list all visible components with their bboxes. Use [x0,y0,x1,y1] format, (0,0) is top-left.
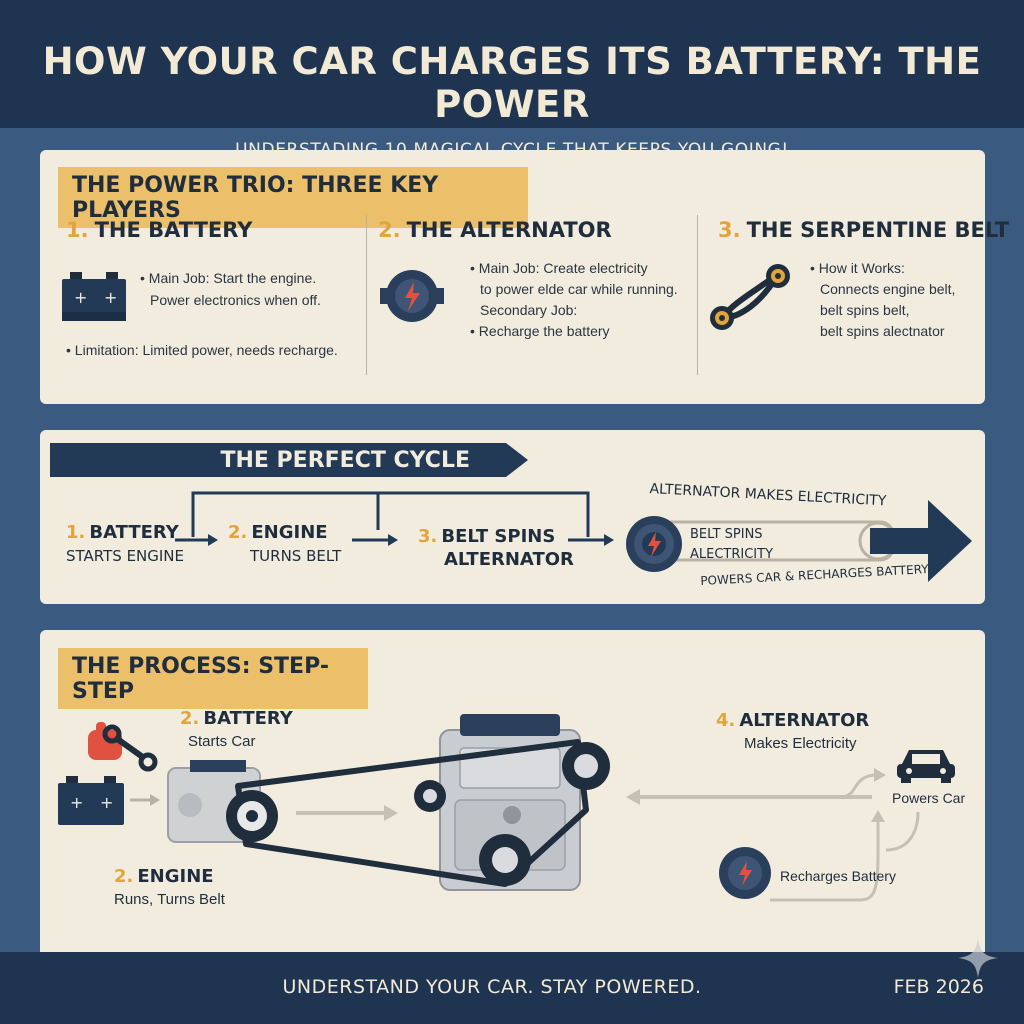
cycle-step-engine: 2.ENGINE TURNS BELT [228,522,342,565]
footer-date: FEB 2026 [893,976,984,998]
cycle-belt-spins-label: BELT SPINS [690,527,763,542]
wrench-hand-icon [88,722,158,772]
serpentine-belt-icon [710,264,790,330]
battery-heading: 1.THE BATTERY [66,218,253,242]
power-trio-tag: THE POWER TRIO: THREE KEY PLAYERS [58,167,528,228]
svg-text:+: + [100,793,113,812]
footer: UNDERSTAND YOUR CAR. STAY POWERED. FEB 2… [0,952,1024,1024]
serpentine-belt-heading: 3.THE SERPENTINE BELT [718,218,1010,242]
divider [366,215,367,375]
page-title: HOW YOUR CAR CHARGES ITS BATTERY: THE PO… [42,40,982,126]
battery-power-electronics: Power electronics when off. [150,292,321,308]
cycle-alternator-icon [626,516,682,572]
belt-connects: Connects engine belt, [820,281,956,297]
svg-text:+: + [74,288,87,307]
cycle-banner: THE PERFECT CYCLE [220,447,470,473]
process-alternator-step: 4.ALTERNATOR Makes Electricity [716,710,870,752]
belt-how-it-works: • How it Works: [810,260,905,276]
svg-text:+: + [104,288,117,307]
footer-tagline: UNDERSTAND YOUR CAR. STAY POWERED. [282,976,702,998]
recharges-battery-label: Recharges Battery [780,868,896,884]
battery-main-job: • Main Job: Start the engine. [140,270,317,286]
svg-text:+: + [70,793,83,812]
cycle-electricity-label: ALECTRICITY [690,547,774,562]
belt-spins-alternator: belt spins alectnator [820,323,945,339]
battery-limitation: • Limitation: Limited power, needs recha… [66,342,338,358]
belt-spins-belt: belt spins belt, [820,302,910,318]
alternator-secondary-job: Secondary Job: [480,302,578,318]
cycle-step-belt: 3.BELT SPINS ALTERNATOR [418,526,574,570]
battery-icon: + + [62,272,126,321]
cycle-banner-shape [50,443,528,477]
powers-car-label: Powers Car [892,790,966,806]
process-engine-step: 2.ENGINE Runs, Turns Belt [114,866,225,908]
process-tag: THE PROCESS: STEP-STEP [58,648,368,709]
alternator-power-car: to power elde car while running. [480,281,678,297]
cycle-step-battery: 1.BATTERY STARTS ENGINE [66,522,185,565]
car-icon [897,750,955,783]
process-alternator-icon [719,847,771,899]
alternator-icon [380,270,444,322]
divider [697,215,698,375]
alternator-heading: 2.THE ALTERNATOR [378,218,612,242]
alternator-main-job: • Main Job: Create electricity [470,260,648,276]
sparkle-icon [958,938,998,978]
alternator-recharge: • Recharge the battery [470,323,610,339]
process-battery-icon: + + [58,776,124,825]
process-battery-step: 2.BATTERY Starts Car [180,708,293,750]
